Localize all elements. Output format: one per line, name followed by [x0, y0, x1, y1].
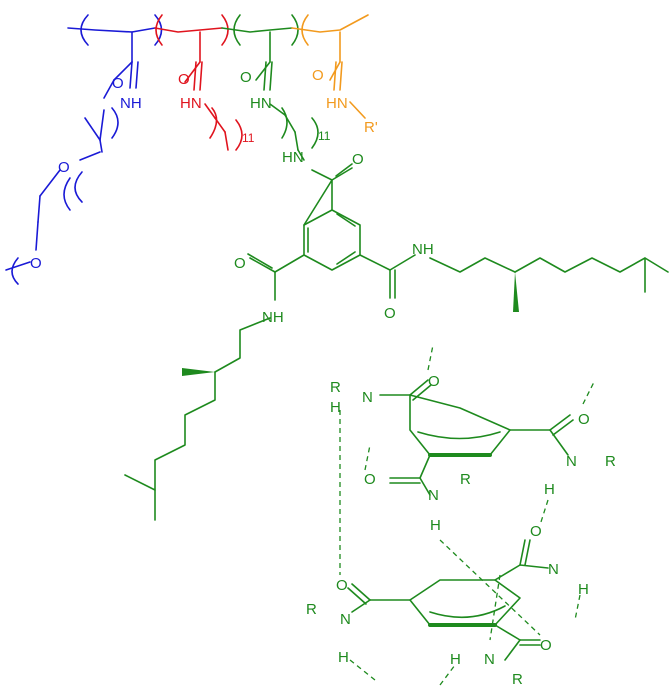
blue-nh: NH — [120, 95, 142, 112]
core-top-o: O — [352, 151, 364, 168]
core-left-o: O — [234, 255, 246, 272]
hydrogen-bonds — [339, 344, 596, 686]
green-amide-o: O — [240, 69, 252, 86]
red-hn: HN — [180, 95, 202, 112]
bta-core — [124, 149, 669, 521]
hb-n5: N — [340, 611, 351, 628]
hbond-stack-bold — [428, 453, 497, 627]
hb-r3: R — [460, 471, 471, 488]
blue-ether-o-1: O — [58, 159, 70, 176]
orange-hn: HN — [326, 95, 348, 112]
hb-o4: O — [530, 523, 542, 540]
orange-labels: O HN R' — [312, 67, 378, 136]
bta-stereo-wedges — [182, 272, 519, 376]
hbond-stack-bottom — [347, 539, 549, 661]
hb-h6: H — [450, 651, 461, 668]
hbond-stack-top — [379, 379, 574, 496]
core-right-o: O — [384, 305, 396, 322]
hb-n6: N — [484, 651, 495, 668]
hb-h1: H — [330, 399, 341, 416]
red-labels: O HN 11 — [178, 71, 255, 145]
orange-r-prime: R' — [364, 119, 378, 136]
green-repeat-11: 11 — [318, 129, 331, 143]
hb-n1: N — [362, 389, 373, 406]
hb-h5: H — [338, 649, 349, 666]
bta-labels: HN O O NH NH O — [234, 149, 434, 326]
hb-r5: R — [306, 601, 317, 618]
green-monomer-unit — [221, 14, 319, 151]
hb-o2: O — [578, 411, 590, 428]
red-amide-o: O — [178, 71, 190, 88]
green-labels: O HN 11 — [240, 69, 331, 143]
hb-o3: O — [364, 471, 376, 488]
blue-labels: O NH O O — [30, 75, 142, 272]
blue-monomer-unit — [5, 14, 163, 285]
hb-o5: O — [336, 577, 348, 594]
hb-h2: H — [544, 481, 555, 498]
orange-monomer-unit — [291, 14, 369, 119]
blue-amide-o: O — [112, 75, 124, 92]
hb-h4: H — [578, 581, 589, 598]
hb-n3: N — [428, 487, 439, 504]
core-left-nh: NH — [262, 309, 284, 326]
red-repeat-11: 11 — [242, 131, 255, 145]
orange-amide-o: O — [312, 67, 324, 84]
hb-h3: H — [430, 517, 441, 534]
hb-r2: R — [605, 453, 616, 470]
hb-n2: N — [566, 453, 577, 470]
green-hn: HN — [250, 95, 272, 112]
hb-r1: R — [330, 379, 341, 396]
hbond-labels: R H N O O N R H O N R H O N H O R N H O … — [306, 373, 616, 687]
hb-r6: R — [512, 671, 523, 687]
core-hn: HN — [282, 149, 304, 166]
hb-n4: N — [548, 561, 559, 578]
hb-o6: O — [540, 637, 552, 654]
hb-o1: O — [428, 373, 440, 390]
core-right-nh: NH — [412, 241, 434, 258]
red-monomer-unit — [154, 14, 243, 151]
blue-ether-o-2: O — [30, 255, 42, 272]
